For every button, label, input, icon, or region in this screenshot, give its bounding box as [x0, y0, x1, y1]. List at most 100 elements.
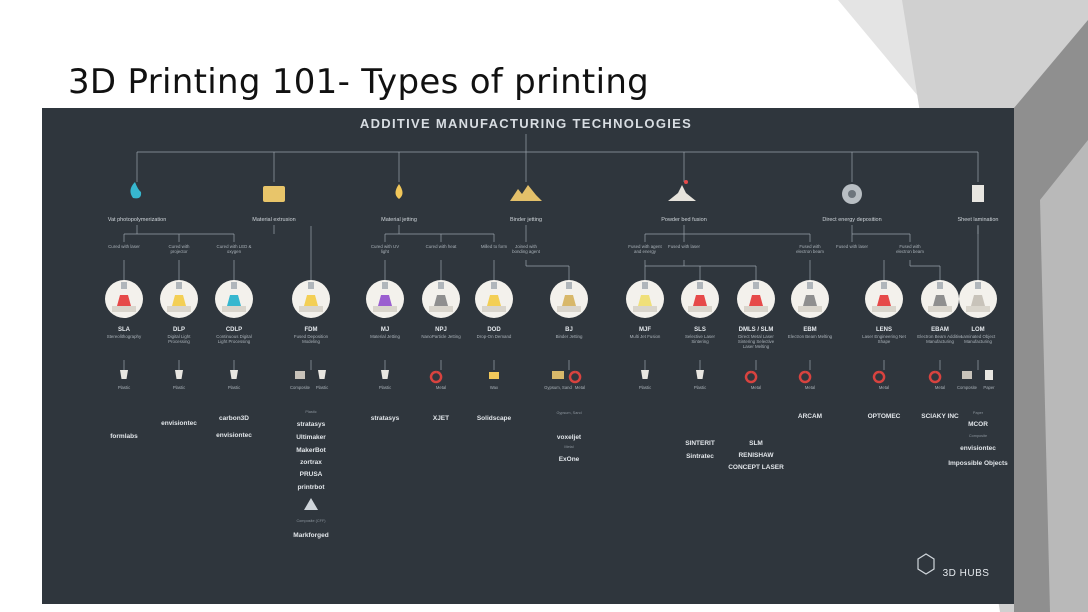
category-bj [510, 185, 542, 201]
material-label: Gypsum, Sand [544, 385, 572, 390]
material-label: Paper [983, 385, 995, 390]
material-icon-group [568, 370, 582, 384]
paper-icon [985, 370, 993, 380]
category-label-ded: Direct energy deposition [822, 217, 881, 223]
slide-title: 3D Printing 101- Types of printing [68, 62, 650, 102]
printed-part-shape [434, 295, 448, 306]
brand-15: ExOne [559, 456, 580, 463]
tech-name: Drop-On Demand [477, 334, 512, 339]
tech-name: Multi Jet Fusion [630, 334, 661, 339]
build-plate-shape [222, 306, 246, 312]
reprap-icon [304, 498, 318, 510]
category-pbf [668, 180, 696, 201]
brand-9: printrbot [297, 484, 325, 491]
magnet-icon [928, 370, 942, 384]
category-sl [972, 185, 984, 202]
brand-13: Solidscape [477, 415, 512, 422]
material-label: Metal [935, 385, 945, 390]
subgroup-label: Cured with LED &oxygen [217, 244, 252, 254]
material-icon-group [318, 370, 326, 379]
category-label-sl: Sheet lamination [958, 217, 999, 223]
tech-name: NanoParticle Jetting [421, 334, 461, 339]
material-label: Metal [805, 385, 815, 390]
category-label-pbf: Powder bed fusion [661, 217, 707, 223]
material-icon-group [985, 370, 993, 380]
material-icon-group [230, 370, 238, 379]
plastic-cup-icon [318, 370, 326, 379]
tech-name: Electron Beam Melting [788, 334, 833, 339]
build-plate-shape [112, 306, 136, 312]
wax-icon [489, 372, 499, 379]
print-head-shape [881, 282, 887, 289]
build-plate-shape [688, 306, 712, 312]
material-label: Plastic [316, 385, 328, 390]
print-head-shape [642, 282, 648, 289]
brand-11: stratasys [371, 415, 400, 422]
print-head-shape [697, 282, 703, 289]
print-head-shape [807, 282, 813, 289]
material-label: Metal [436, 385, 446, 390]
tech-13 [921, 280, 959, 384]
tech-2 [215, 280, 253, 379]
tech-name: Stereolithography [107, 334, 142, 339]
tech-0 [105, 280, 143, 379]
resin-drop-icon [130, 182, 142, 199]
brand-25: envisiontec [960, 445, 996, 452]
tech-code: NPJ [435, 327, 447, 333]
tech-code: DMLS / SLM [739, 327, 774, 333]
3d-hubs-logo-text: 3D HUBS [943, 568, 990, 579]
brand-14: voxeljet [557, 434, 582, 441]
brand-group-4: Paper [973, 411, 984, 415]
magnet-icon [429, 370, 443, 384]
brand-26: Impossible Objects [948, 460, 1008, 467]
tech-code: SLA [118, 327, 131, 333]
magnet-icon [568, 370, 582, 384]
brand-group-1: Composite (CFF) [296, 519, 326, 523]
material-icon-group [928, 370, 942, 384]
subgroup-label: Milled to form [481, 244, 508, 249]
material-icon-group [872, 370, 886, 384]
tech-1 [160, 280, 198, 379]
printed-part-shape [117, 295, 131, 306]
plastic-cup-icon [696, 370, 704, 379]
build-plate-shape [633, 306, 657, 312]
tech-code: DOD [487, 327, 501, 333]
tech-code: BJ [565, 327, 573, 333]
material-label: Plastic [118, 385, 130, 390]
printed-part-shape [933, 295, 947, 306]
build-plate-shape [744, 306, 768, 312]
tech-name: Binder Jetting [556, 334, 583, 339]
material-label: Wax [490, 385, 499, 390]
plastic-cup-icon [120, 370, 128, 379]
tech-code: SLS [694, 327, 706, 333]
brand-group-0: Plastic [305, 410, 316, 414]
tech-code: DLP [173, 327, 185, 333]
tech-12 [865, 280, 903, 384]
brand-17: Sintratec [686, 453, 714, 460]
tech-code: FDM [305, 327, 318, 333]
category-label-vp: Vat photopolymerization [108, 217, 167, 223]
category-mj [395, 184, 403, 199]
brand-10: Markforged [293, 532, 328, 539]
ink-drop-icon [395, 184, 403, 199]
brand-16: SINTERIT [685, 440, 715, 447]
plastic-cup-icon [381, 370, 389, 379]
print-head-shape [121, 282, 127, 289]
print-head-shape [491, 282, 497, 289]
category-label-mj: Material jetting [381, 217, 417, 223]
print-head-shape [937, 282, 943, 289]
category-vp [130, 182, 142, 199]
printed-part-shape [227, 295, 241, 306]
tech-14 [959, 280, 997, 380]
print-head-shape [975, 282, 981, 289]
material-icon-group [744, 370, 758, 384]
